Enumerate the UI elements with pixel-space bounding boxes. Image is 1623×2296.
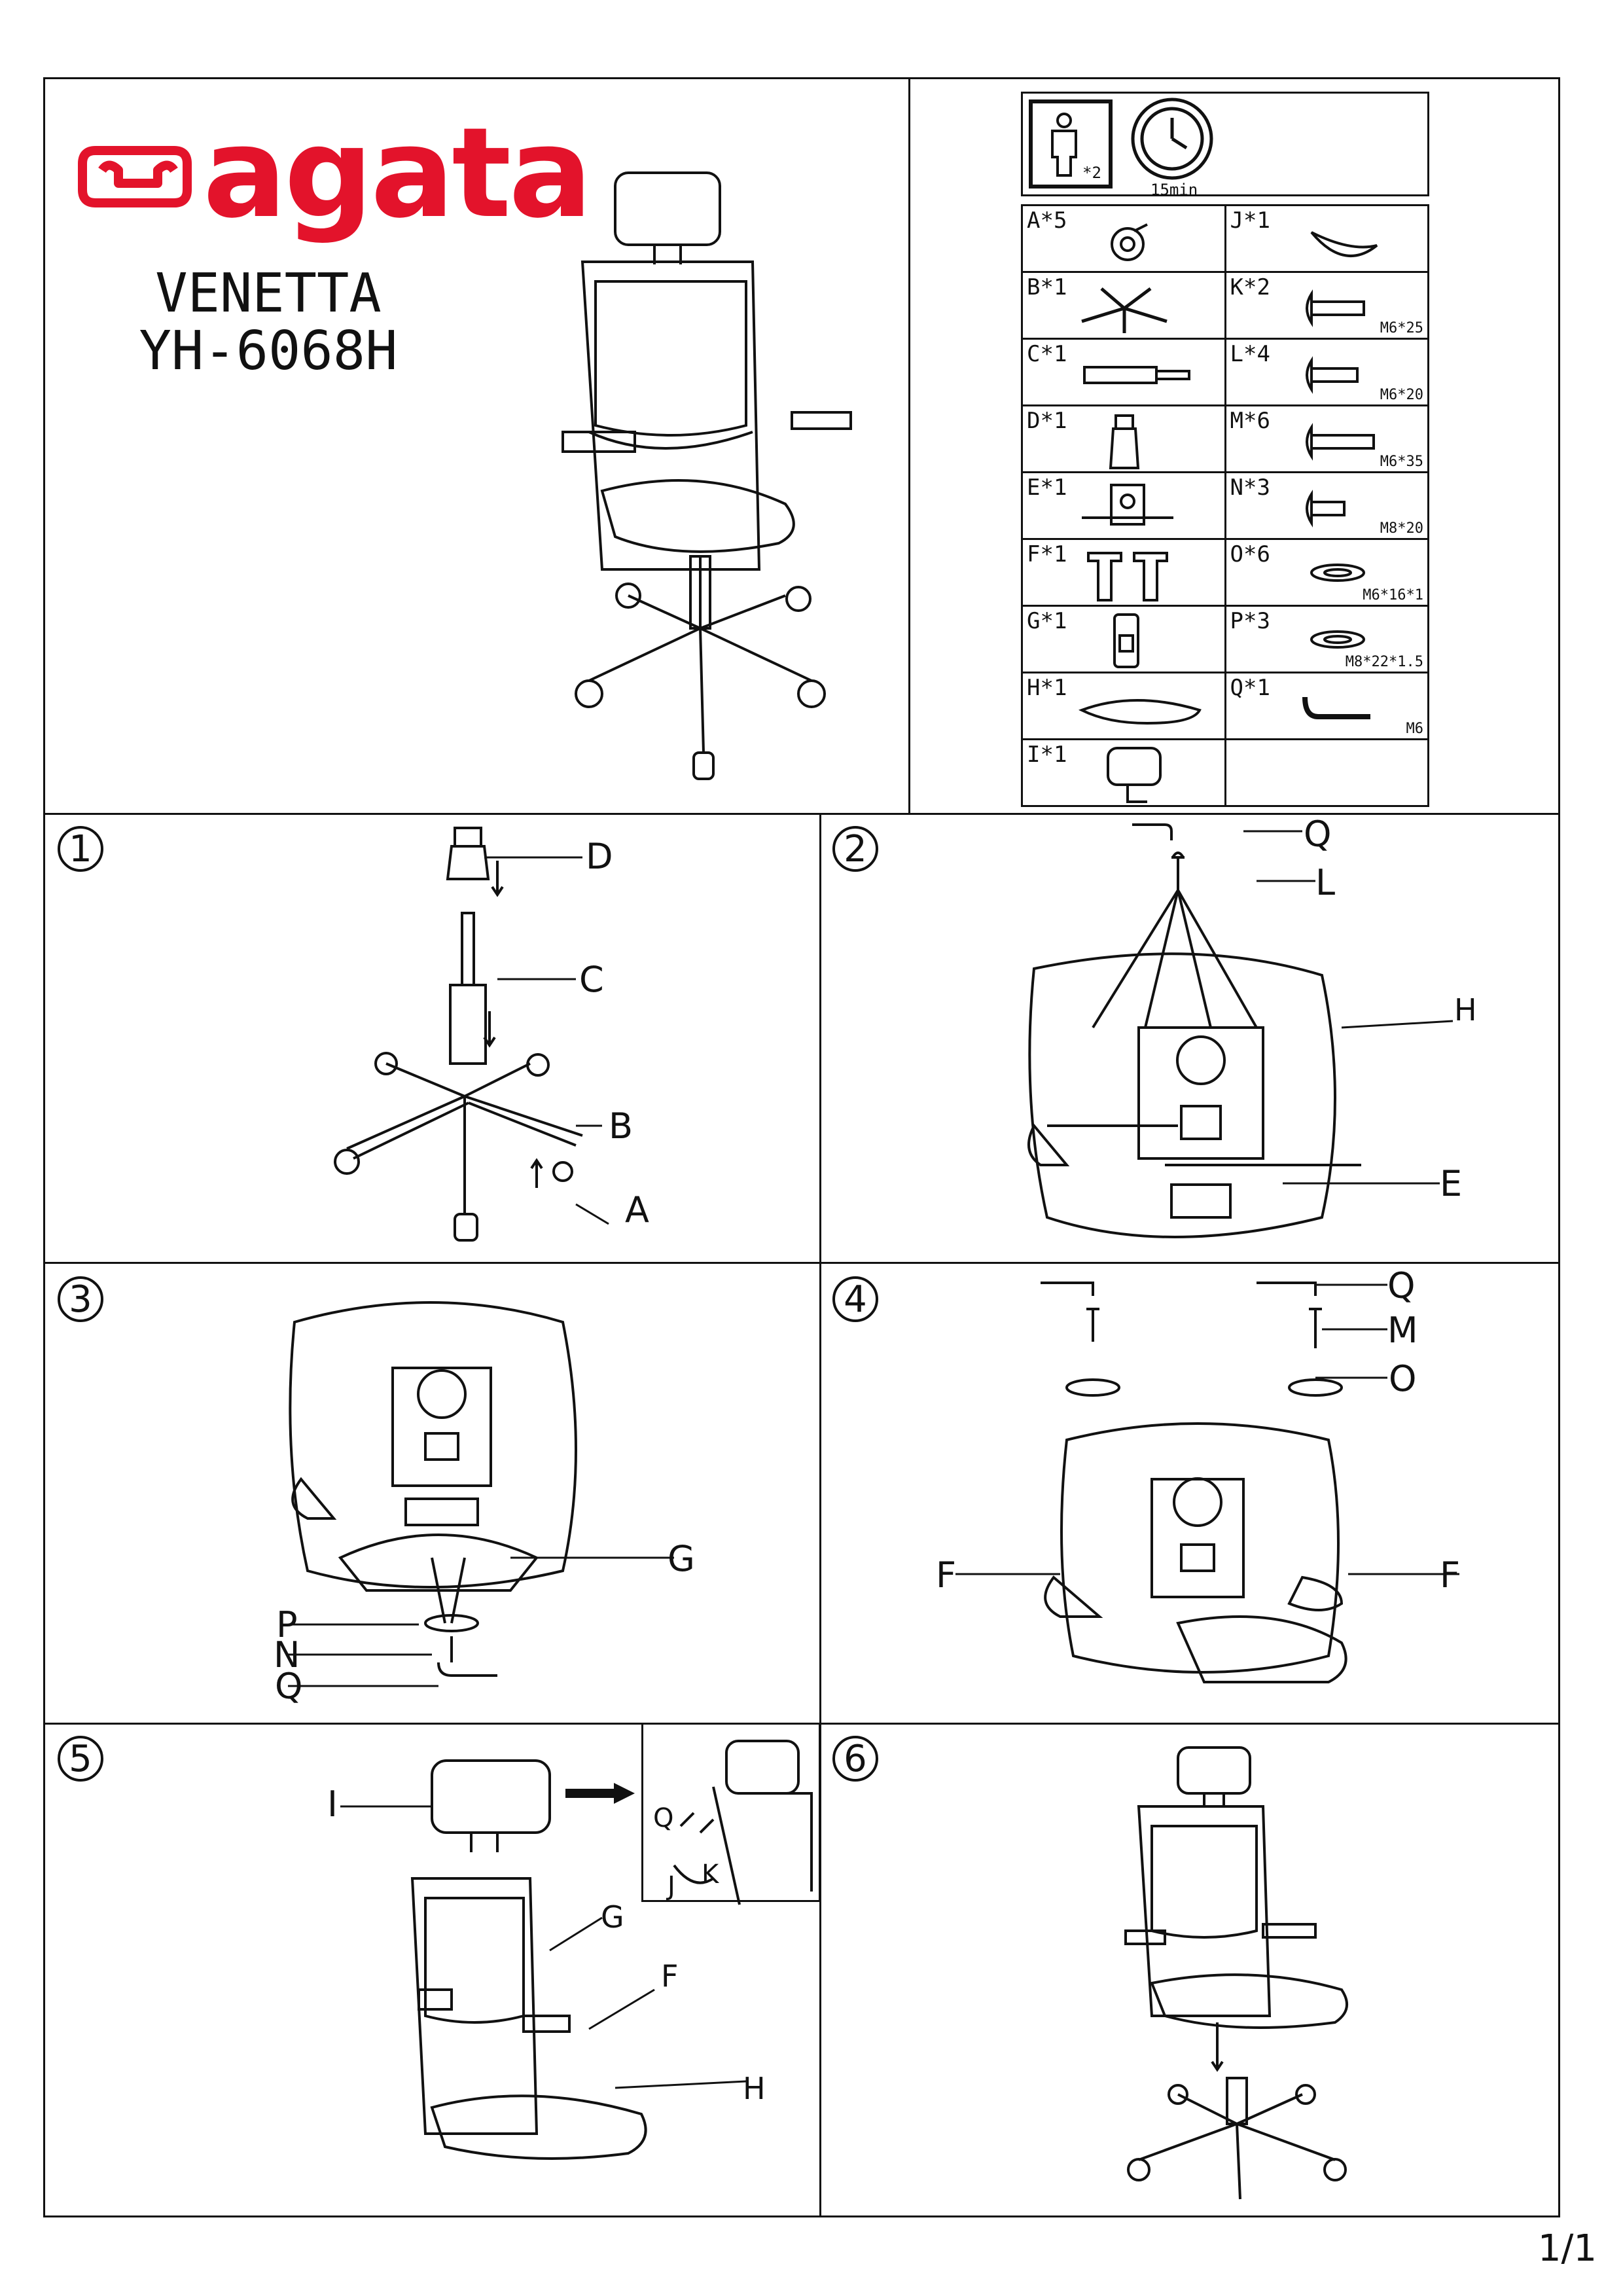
- step-3-label-G: G: [668, 1538, 695, 1579]
- step-3-label-Q: Q: [275, 1666, 303, 1707]
- part-cell-E: E*1: [1021, 471, 1226, 540]
- parts-table: A*5 J*1 B*1 K*2 M6*25 C*1 L*4 M6*20 D*1 …: [1021, 204, 1429, 807]
- part-cell-I: I*1: [1021, 738, 1226, 807]
- part-cell-O: O*6 M6*16*1: [1224, 538, 1429, 607]
- step-1-leader-lines: [484, 856, 609, 1225]
- cylinder-cover-icon: [1109, 414, 1140, 469]
- part-cell-G: G*1: [1021, 605, 1226, 673]
- step-2-label-Q: Q: [1304, 814, 1332, 855]
- step-4-label-O: O: [1389, 1358, 1417, 1399]
- brand-logo-icon: [78, 146, 192, 207]
- step-3-number: 3: [58, 1276, 103, 1322]
- step-2-illustration: [1027, 823, 1361, 1238]
- part-cell-empty: [1224, 738, 1429, 807]
- step-2-leader-lines: [1243, 830, 1454, 1185]
- part-cell-H: H*1: [1021, 672, 1226, 740]
- row-divider-2: [43, 1262, 1560, 1264]
- step-4-label-Q: Q: [1387, 1265, 1416, 1306]
- step-5-number: 5: [58, 1736, 103, 1782]
- step-2-label-H: H: [1454, 992, 1477, 1028]
- cover-cap-icon: [1310, 231, 1378, 257]
- step-1-number: 1: [58, 826, 103, 872]
- step-4-label-F-right: F: [1440, 1554, 1461, 1596]
- part-cell-Q: Q*1 M6: [1224, 672, 1429, 740]
- step-5-label-I: I: [327, 1784, 338, 1825]
- step-1-label-C: C: [579, 959, 604, 1000]
- part-cell-J: J*1: [1224, 204, 1429, 273]
- row-divider-1: [43, 813, 1560, 815]
- bolt-icon: [1305, 423, 1375, 461]
- step-6-number: 6: [832, 1736, 878, 1782]
- step-2-label-E: E: [1440, 1163, 1463, 1204]
- part-cell-M: M*6 M6*35: [1224, 404, 1429, 473]
- people-count-box: [1029, 99, 1113, 188]
- chair-overview-illustration: [562, 171, 852, 780]
- step-2-number: 2: [832, 826, 878, 872]
- step-5-label-F: F: [661, 1958, 679, 1994]
- bolt-icon: [1305, 289, 1365, 327]
- step-4-label-M: M: [1387, 1310, 1418, 1351]
- part-cell-A: A*5: [1021, 204, 1226, 273]
- clock-icon: [1131, 98, 1213, 180]
- info-box: [1021, 92, 1429, 196]
- part-cell-C: C*1: [1021, 338, 1226, 406]
- step-5-label-J: J: [668, 1871, 675, 1901]
- step-1-label-D: D: [586, 836, 613, 877]
- headrest-icon: [1107, 747, 1162, 803]
- step-5-label-H: H: [743, 2071, 766, 2106]
- washer-icon: [1310, 564, 1365, 582]
- step-3-label-N: N: [274, 1634, 300, 1676]
- person-icon: [1051, 113, 1077, 177]
- part-cell-F: F*1: [1021, 538, 1226, 607]
- part-cell-D: D*1: [1021, 404, 1226, 473]
- step-5-leader-lines: [340, 1805, 747, 2089]
- assembly-time: 15min: [1150, 181, 1198, 199]
- step-6-illustration: [1124, 1746, 1348, 2200]
- armrests-icon: [1087, 552, 1168, 601]
- step-5-label-G: G: [601, 1899, 624, 1935]
- part-cell-B: B*1: [1021, 271, 1226, 340]
- part-cell-K: K*2 M6*25: [1224, 271, 1429, 340]
- allen-key-icon: [1302, 696, 1370, 719]
- step-5-label-Q: Q: [653, 1803, 674, 1833]
- step-3-leader-lines: [288, 1556, 674, 1687]
- step-5-detail-illustration: [673, 1740, 813, 1905]
- step-1-illustration: [334, 827, 583, 1242]
- gas-cylinder-icon: [1083, 366, 1190, 384]
- part-cell-N: N*3 M8*20: [1224, 471, 1429, 540]
- step-1-label-B: B: [609, 1105, 633, 1147]
- brand-name: agata: [203, 101, 592, 245]
- part-cell-L: L*4 M6*20: [1224, 338, 1429, 406]
- people-count: *2: [1082, 164, 1101, 182]
- step-4-leader-lines: [955, 1283, 1459, 1575]
- step-5-detail-inset: [641, 1723, 821, 1902]
- step-4-illustration: [1041, 1282, 1347, 1683]
- page-frame: [43, 77, 1560, 2217]
- bolt-icon: [1305, 356, 1359, 394]
- top-divider: [908, 77, 910, 813]
- caster-wheel-icon: [1111, 223, 1148, 261]
- part-cell-P: P*3 M8*22*1.5: [1224, 605, 1429, 673]
- model-name: VENETTA: [155, 262, 382, 325]
- bolt-icon: [1305, 490, 1346, 528]
- step-4-label-F-left: F: [936, 1554, 957, 1596]
- washer-icon: [1310, 630, 1365, 649]
- step-1-label-A: A: [625, 1189, 649, 1230]
- seat-icon: [1078, 699, 1202, 725]
- step-3-label-P: P: [276, 1604, 298, 1645]
- step-5-label-K: K: [702, 1859, 719, 1890]
- step-5-illustration: [410, 1759, 647, 2160]
- mechanism-icon: [1082, 484, 1173, 526]
- backrest-bracket-icon: [1113, 613, 1139, 668]
- step-5-arrow-icon: [565, 1783, 635, 1804]
- step-2-label-L: L: [1315, 862, 1336, 903]
- star-base-icon: [1081, 287, 1168, 333]
- column-divider: [819, 813, 821, 2217]
- page-number: 1/1: [1537, 2227, 1597, 2270]
- step-4-number: 4: [832, 1276, 878, 1322]
- model-number: YH-6068H: [139, 320, 398, 382]
